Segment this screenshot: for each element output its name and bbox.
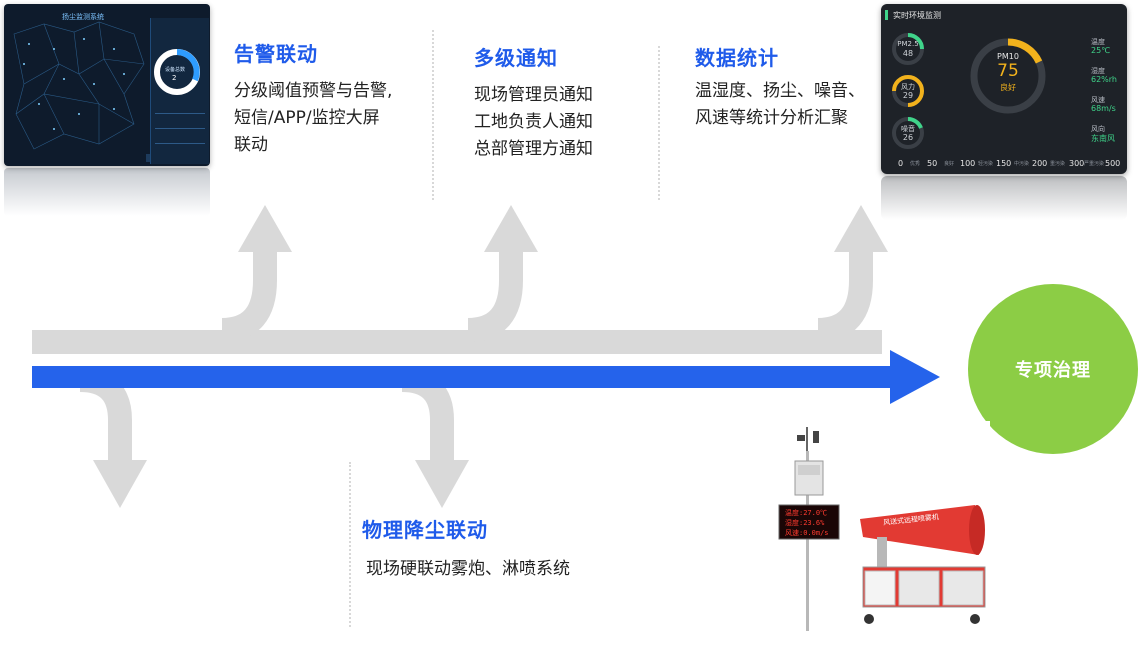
- ring-value: 2: [172, 74, 177, 82]
- alarm-heading: 告警联动: [234, 42, 318, 66]
- arrowhead-up-notify: [484, 205, 538, 252]
- equipment-photo: 温度:27.0℃ 湿度:23.6% 风速:0.0m/s 风送式远程喷雾机: [765, 421, 990, 637]
- pm25-value: 48: [902, 49, 914, 58]
- wind-value: 29: [902, 91, 914, 100]
- arrowhead-up-stats: [834, 205, 888, 252]
- env-gauges: [892, 33, 1046, 149]
- humidity-label: 湿度: [1091, 67, 1105, 75]
- dashboard-side-panel: [150, 18, 209, 164]
- main-arrowhead: [890, 350, 940, 404]
- winddir-label: 风向: [1091, 125, 1105, 133]
- divider-3: [349, 462, 351, 627]
- led-line-2: 湿度:23.6%: [785, 519, 825, 527]
- windspeed-label: 风速: [1091, 96, 1105, 104]
- goal-label: 专项治理: [1015, 360, 1091, 381]
- env-monitor-panel: 实时环境监测 PM2.5 48 风力 29 噪音 26 PM10 75 良好 温…: [881, 4, 1127, 174]
- env-title-marker: [885, 10, 888, 20]
- dust-description: 现场硬联动雾炮、淋喷系统: [366, 559, 570, 579]
- scale-tick: 500: [1105, 159, 1121, 168]
- scale-tick: 50: [927, 159, 938, 168]
- branch-up-alarm: [221, 250, 277, 342]
- noise-label: 噪音: [901, 125, 915, 133]
- humidity-value: 62%rh: [1091, 75, 1117, 84]
- dashboard-reflection: [4, 168, 210, 216]
- pm10-value: 75: [997, 61, 1019, 81]
- stats-heading: 数据统计: [695, 46, 779, 70]
- led-line-1: 温度:27.0℃: [785, 509, 828, 517]
- notify-description: 现场管理员通知 工地负责人通知 总部管理方通知: [474, 85, 593, 159]
- pm10-label: PM10: [997, 52, 1019, 61]
- scale-tick: 0: [898, 159, 904, 168]
- pm10-status: 良好: [1000, 83, 1016, 92]
- scale-label: 中污染: [1014, 161, 1030, 167]
- winddir-value: 东南风: [1091, 134, 1115, 143]
- dust-heading: 物理降尘联动: [362, 518, 488, 542]
- scale-label: 重污染: [1050, 161, 1066, 167]
- scale-label: 严重污染: [1084, 161, 1105, 167]
- gray-flow-bar: [32, 330, 882, 354]
- branch-down-dust: [401, 368, 454, 462]
- temp-label: 温度: [1091, 38, 1105, 46]
- scale-label: 轻污染: [978, 161, 994, 167]
- stats-description: 温湿度、扬尘、噪音、 风速等统计分析汇聚: [695, 81, 865, 128]
- temp-value: 25℃: [1091, 46, 1111, 55]
- branch-up-notify: [467, 250, 523, 342]
- noise-value: 26: [902, 133, 914, 142]
- arrowhead-down-left: [93, 460, 147, 508]
- alarm-description: 分级阈值预警与告警, 短信/APP/监控大屏 联动: [234, 81, 393, 155]
- arrowhead-up-alarm: [238, 205, 292, 252]
- wind-label: 风力: [901, 83, 915, 91]
- equipment-illustration: [778, 427, 986, 631]
- dashboard-thumbnail: 扬尘监测系统 设备总数 2: [4, 4, 210, 166]
- goal-circle: 专项治理: [968, 284, 1138, 454]
- env-panel-title: 实时环境监测: [893, 11, 941, 20]
- scale-tick: 300: [1069, 159, 1085, 168]
- led-line-3: 风速:0.0m/s: [785, 529, 829, 537]
- pm25-label: PM2.5: [897, 40, 919, 48]
- scale-tick: 200: [1032, 159, 1048, 168]
- branch-up-stats: [817, 250, 873, 342]
- branch-down-left: [79, 368, 132, 462]
- scale-tick: 150: [996, 159, 1012, 168]
- scale-tick: 100: [960, 159, 976, 168]
- scale-label: 良好: [944, 161, 955, 167]
- arrowhead-down-dust: [415, 460, 469, 508]
- divider-2: [658, 46, 660, 200]
- windspeed-value: 68m/s: [1091, 104, 1116, 113]
- divider-1: [432, 30, 434, 200]
- env-panel-reflection: [881, 176, 1127, 220]
- main-flow-bar: [32, 366, 894, 388]
- scale-label: 优秀: [910, 161, 921, 167]
- ring-label: 设备总数: [165, 67, 186, 73]
- notify-heading: 多级通知: [474, 46, 558, 70]
- dashboard-title: 扬尘监测系统: [62, 13, 104, 21]
